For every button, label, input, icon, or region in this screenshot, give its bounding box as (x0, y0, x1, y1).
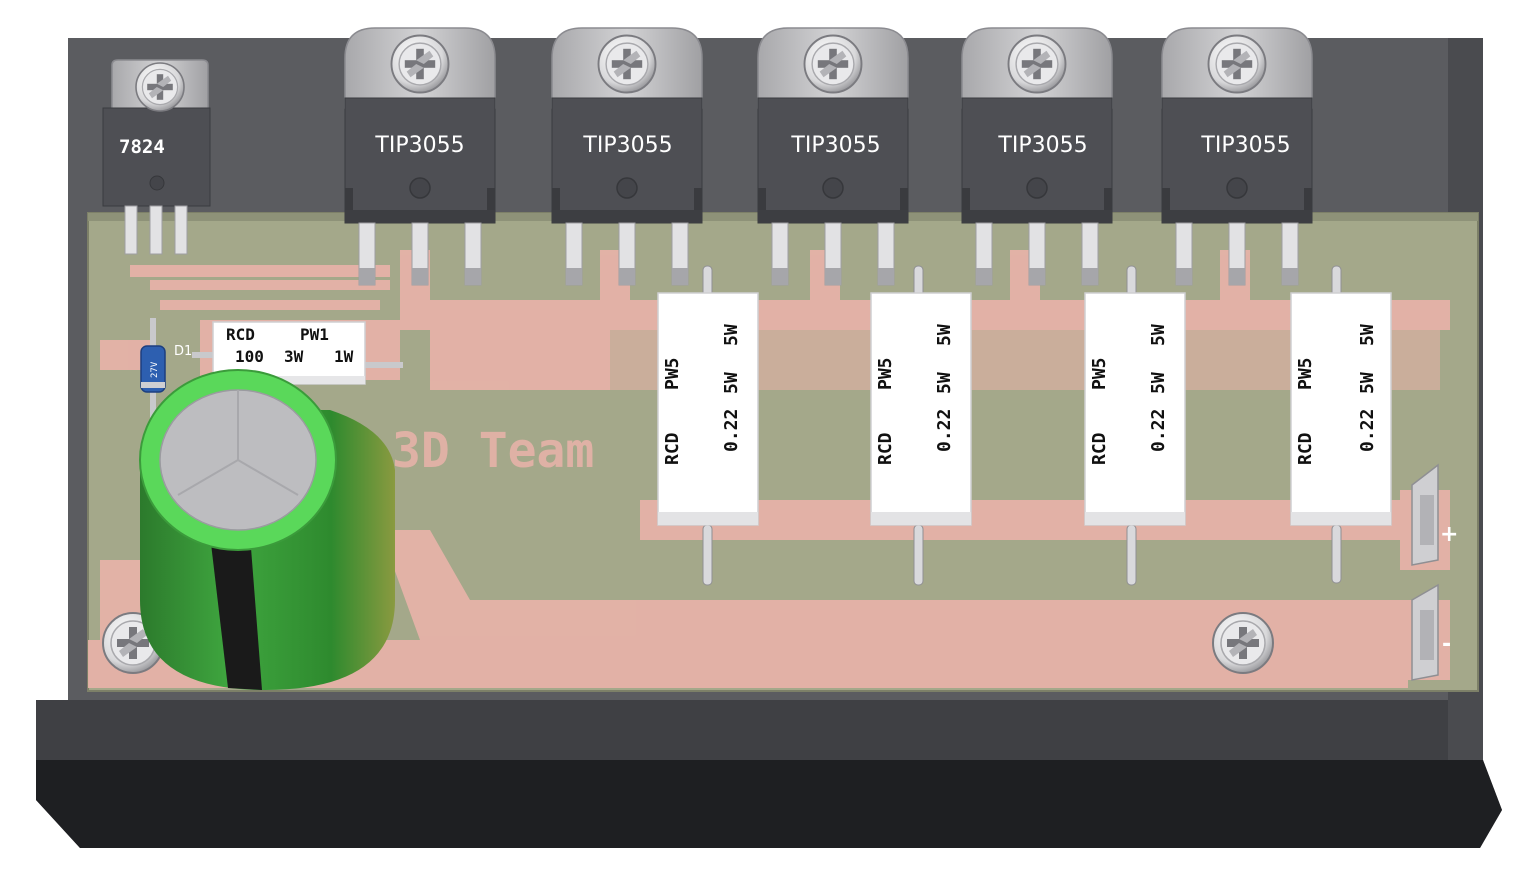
pr-rating-2: 5W (934, 324, 955, 346)
transistor-4: TIP3055 (961, 27, 1113, 286)
pr-brand: RCD (875, 432, 896, 465)
pr-rating: 5W (721, 372, 742, 394)
pr-series: PW5 (662, 357, 683, 390)
power-resistor-1: RCD PW5 0.22 5W 5W (657, 265, 759, 586)
terminal-plus: + (1411, 463, 1458, 566)
transistor-label: TIP3055 (582, 133, 672, 158)
power-resistor-3: RCD PW5 0.22 5W 5W (1084, 265, 1186, 586)
transistor-5: TIP3055 (1161, 27, 1313, 286)
pr-series: PW5 (1089, 357, 1110, 390)
resistor-rating: 3W (284, 347, 304, 366)
pr-brand: RCD (662, 432, 683, 465)
pr-rating-2: 5W (721, 324, 742, 346)
transistor-1: TIP3055 (344, 27, 496, 286)
resistor-series: PW1 (300, 325, 329, 344)
transistor-label: TIP3055 (1200, 133, 1290, 158)
screw-head-icon (135, 62, 185, 112)
transistor-label: TIP3055 (374, 133, 464, 158)
pr-rating: 5W (1148, 372, 1169, 394)
pr-series: PW5 (875, 357, 896, 390)
resistor-brand: RCD (226, 325, 255, 344)
pr-brand: RCD (1089, 432, 1110, 465)
pr-series: PW5 (1295, 357, 1316, 390)
diode-value: 27V (150, 361, 160, 378)
pr-rating-2: 5W (1357, 324, 1378, 346)
screw-head-icon (803, 34, 863, 94)
pr-rating-2: 5W (1148, 324, 1169, 346)
diode-ref: D1 (174, 344, 192, 359)
pr-value: 0.22 (721, 409, 742, 452)
pr-rating: 5W (934, 372, 955, 394)
screw-head-icon (597, 34, 657, 94)
transistor-3: TIP3055 (757, 27, 909, 286)
screw-head-icon (1207, 34, 1267, 94)
transistor-label: TIP3055 (997, 133, 1087, 158)
screw-head-icon (1007, 34, 1067, 94)
board-watermark: 3D Team (392, 423, 594, 479)
heatsink-front-face (36, 760, 1502, 848)
resistor-value: 100 (235, 347, 264, 366)
pr-rating: 5W (1357, 372, 1378, 394)
resistor-rating-2: 1W (334, 347, 354, 366)
regulator-7824: 7824 (102, 59, 211, 255)
heatsink-lower-step (36, 700, 1483, 760)
pr-value: 0.22 (1357, 409, 1378, 452)
zener-diode: 27V D1 (140, 318, 192, 418)
pr-value: 0.22 (1148, 409, 1169, 452)
pr-value: 0.22 (934, 409, 955, 452)
screw-head-icon (390, 34, 450, 94)
terminal-minus: - (1411, 583, 1451, 681)
power-resistor-4: RCD PW5 0.22 5W 5W (1290, 265, 1392, 584)
electrolytic-capacitor (139, 369, 395, 690)
power-resistor-2: RCD PW5 0.22 5W 5W (870, 265, 972, 586)
terminal-plus-label: + (1440, 522, 1458, 547)
pr-brand: RCD (1295, 432, 1316, 465)
screw-head-icon (1212, 612, 1274, 674)
regulator-label: 7824 (119, 136, 165, 158)
terminal-minus-label: - (1442, 632, 1451, 657)
transistor-2: TIP3055 (551, 27, 703, 286)
transistor-label: TIP3055 (790, 133, 880, 158)
